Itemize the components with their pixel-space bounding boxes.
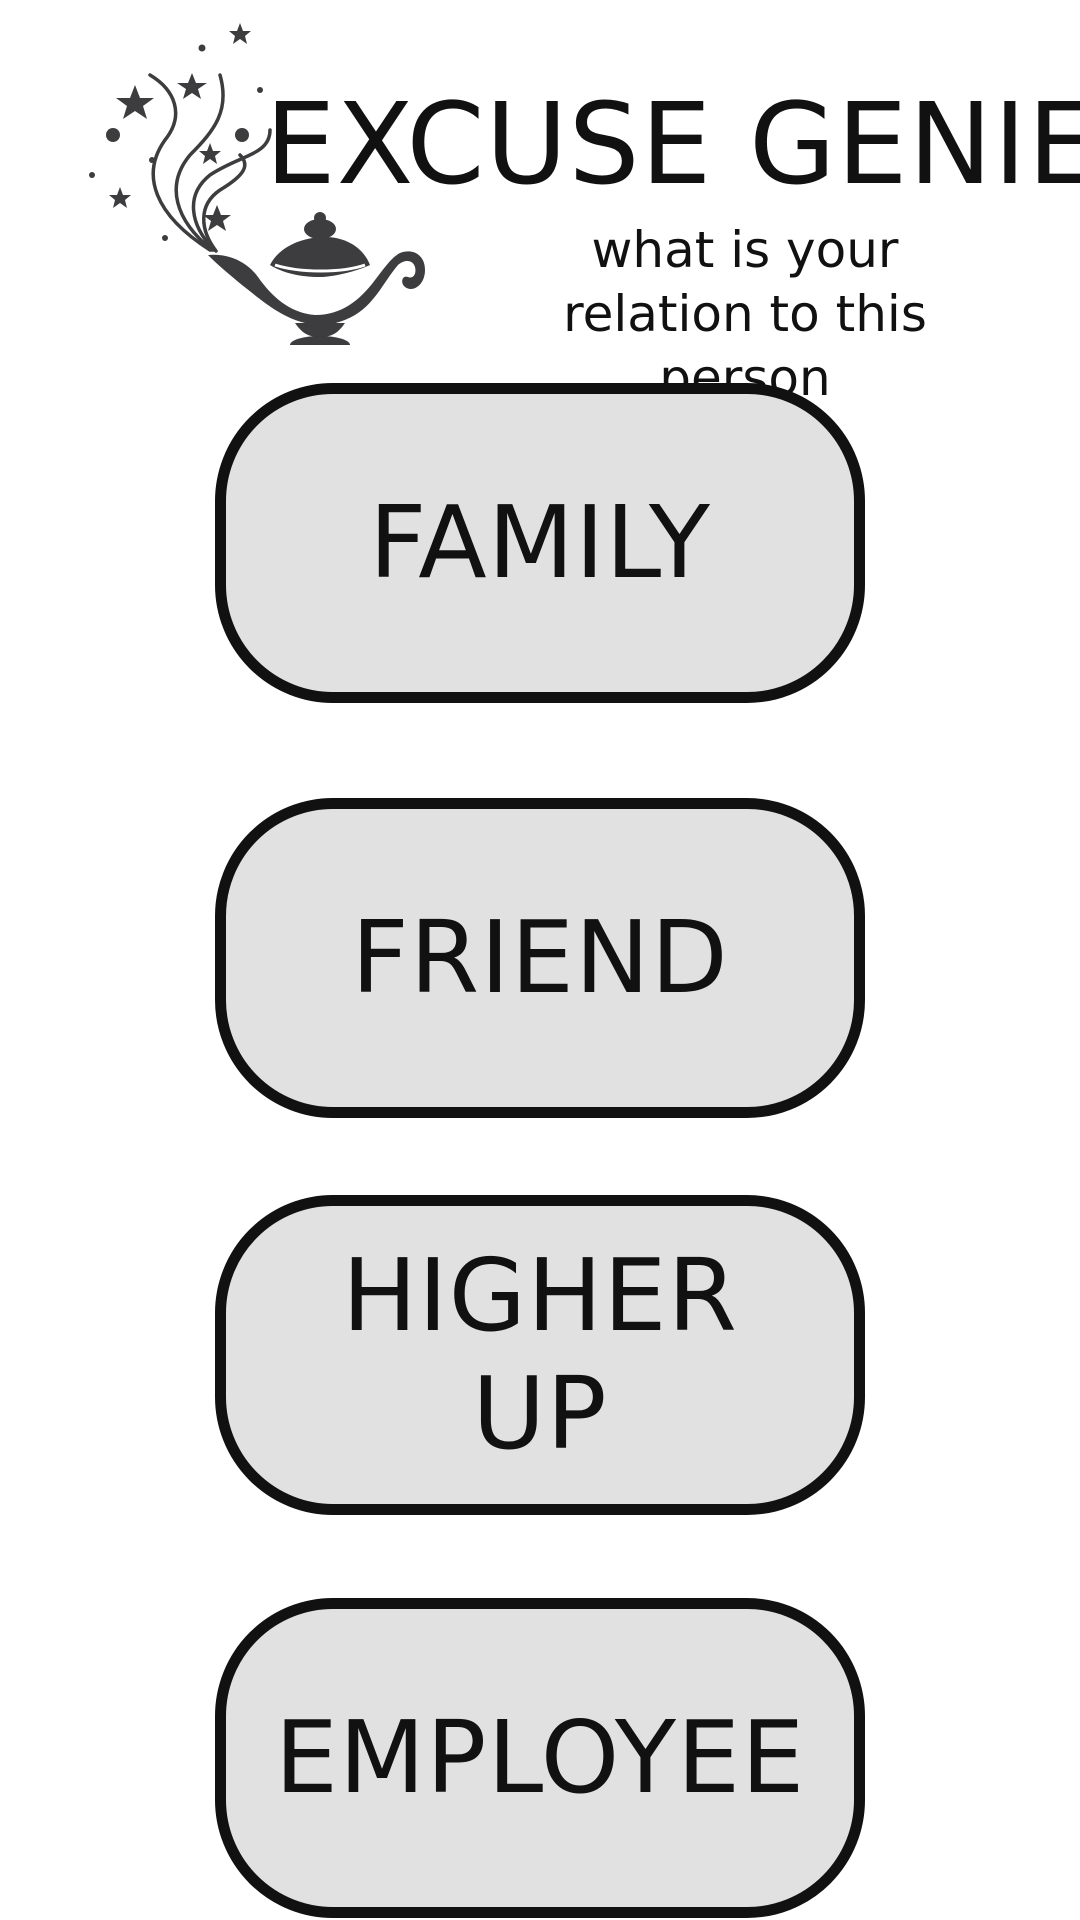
- employee-button[interactable]: EMPLOYEE: [215, 1598, 865, 1918]
- family-button-label: FAMILY: [368, 484, 712, 601]
- star-icon: [229, 23, 251, 44]
- family-button[interactable]: FAMILY: [215, 383, 865, 703]
- employee-button-label: EMPLOYEE: [274, 1699, 806, 1816]
- star-icon: [203, 205, 231, 231]
- genie-lamp-icon: [89, 23, 425, 345]
- higher-up-button-label: HIGHER UP: [341, 1237, 739, 1472]
- friend-button-label: FRIEND: [351, 899, 729, 1016]
- star-icon: [116, 85, 154, 119]
- friend-button[interactable]: FRIEND: [215, 798, 865, 1118]
- app-title: EXCUSE GENIE: [265, 80, 1080, 210]
- higher-up-button[interactable]: HIGHER UP: [215, 1195, 865, 1515]
- star-icon: [199, 143, 221, 164]
- star-icon: [109, 187, 131, 208]
- relation-prompt: what is your relation to this person: [563, 221, 927, 407]
- star-icon: [177, 73, 207, 99]
